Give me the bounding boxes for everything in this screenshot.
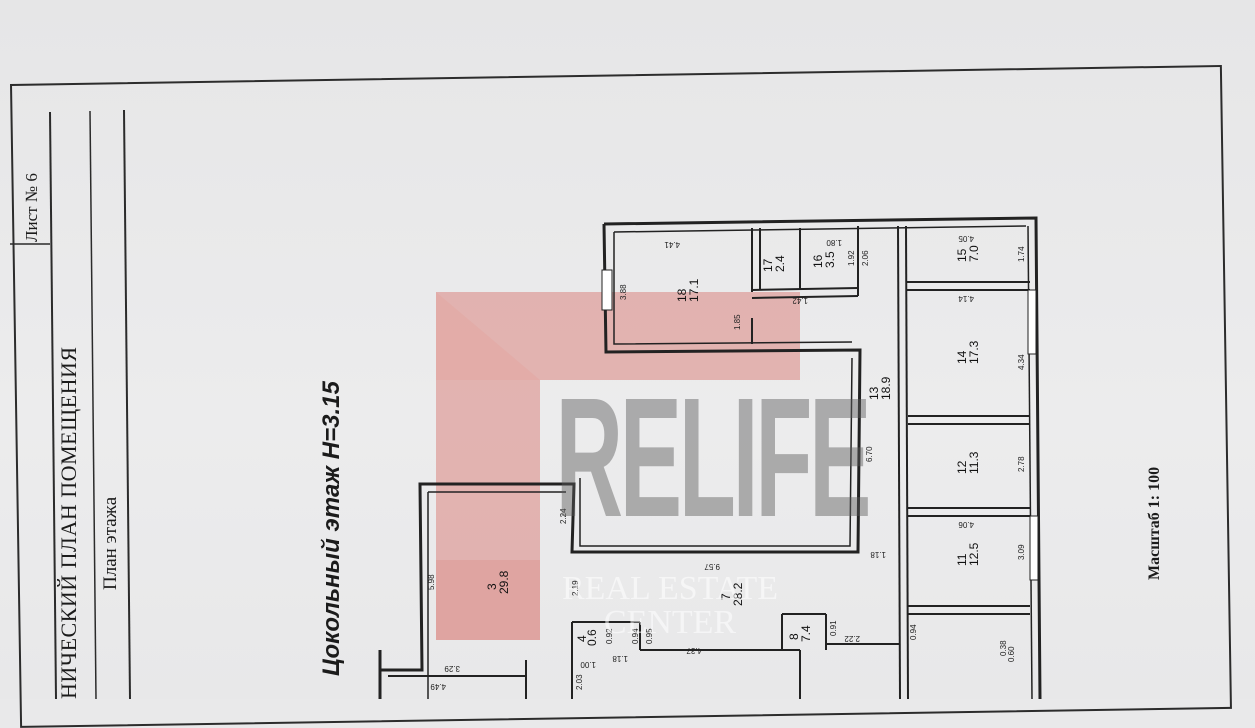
svg-text:0.92: 0.92 bbox=[605, 628, 614, 644]
svg-text:2.03: 2.03 bbox=[575, 674, 584, 690]
svg-text:1.92: 1.92 bbox=[847, 250, 856, 266]
svg-text:8: 8 bbox=[787, 633, 801, 640]
svg-text:1.74: 1.74 bbox=[1017, 246, 1026, 262]
svg-text:4.06: 4.06 bbox=[958, 520, 974, 529]
svg-text:4.14: 4.14 bbox=[958, 294, 974, 303]
svg-text:1.18: 1.18 bbox=[870, 550, 886, 559]
svg-text:18: 18 bbox=[675, 288, 689, 302]
svg-text:12.5: 12.5 bbox=[967, 542, 981, 566]
svg-text:13: 13 bbox=[867, 386, 881, 400]
svg-text:4.05: 4.05 bbox=[958, 234, 974, 243]
svg-text:2.19: 2.19 bbox=[571, 580, 580, 596]
svg-text:0.38: 0.38 bbox=[999, 640, 1008, 656]
document-page bbox=[0, 0, 1255, 699]
svg-text:17: 17 bbox=[761, 258, 775, 272]
svg-text:7.4: 7.4 bbox=[799, 625, 813, 642]
svg-text:1.42: 1.42 bbox=[792, 296, 808, 305]
svg-text:28.2: 28.2 bbox=[731, 582, 745, 606]
svg-text:9.57: 9.57 bbox=[704, 562, 720, 571]
svg-text:1.00: 1.00 bbox=[580, 660, 596, 669]
svg-text:4.41: 4.41 bbox=[664, 240, 680, 249]
svg-text:14: 14 bbox=[955, 350, 969, 364]
svg-text:0.94: 0.94 bbox=[909, 624, 918, 640]
svg-text:0.91: 0.91 bbox=[829, 620, 838, 636]
svg-text:16: 16 bbox=[811, 254, 825, 268]
svg-text:0.95: 0.95 bbox=[645, 628, 654, 644]
svg-text:3.5: 3.5 bbox=[823, 251, 837, 268]
svg-text:4.34: 4.34 bbox=[1017, 354, 1026, 370]
svg-text:3.88: 3.88 bbox=[619, 284, 628, 300]
svg-text:29.8: 29.8 bbox=[497, 570, 511, 594]
svg-text:17.3: 17.3 bbox=[967, 340, 981, 364]
svg-text:5.98: 5.98 bbox=[427, 574, 436, 590]
svg-text:0.60: 0.60 bbox=[1007, 646, 1016, 662]
svg-text:1.85: 1.85 bbox=[733, 314, 742, 330]
svg-text:15: 15 bbox=[955, 248, 969, 262]
svg-text:6.70: 6.70 bbox=[865, 446, 874, 462]
svg-text:3: 3 bbox=[485, 583, 499, 590]
svg-text:2.22: 2.22 bbox=[844, 634, 860, 643]
svg-text:2.06: 2.06 bbox=[861, 250, 870, 266]
watermark-sub-2: CENTER bbox=[603, 604, 737, 641]
svg-text:1.80: 1.80 bbox=[826, 238, 842, 247]
svg-text:12: 12 bbox=[955, 460, 969, 474]
svg-text:11.3: 11.3 bbox=[967, 451, 981, 474]
svg-text:4: 4 bbox=[575, 635, 589, 642]
svg-text:0.94: 0.94 bbox=[631, 628, 640, 644]
floor-plan-drawing: 18 17.1 17 2.4 16 3.5 15 7.0 14 17.3 13 … bbox=[10, 109, 1042, 699]
svg-text:7: 7 bbox=[719, 593, 733, 600]
watermark-brand: RELIFE bbox=[555, 363, 872, 553]
svg-text:3.09: 3.09 bbox=[1017, 544, 1026, 560]
svg-text:2.78: 2.78 bbox=[1017, 456, 1026, 472]
watermark-sub-1: REAL ESTATE bbox=[561, 570, 779, 607]
svg-text:17.1: 17.1 bbox=[687, 278, 701, 302]
svg-text:3.29: 3.29 bbox=[444, 664, 460, 673]
svg-text:2.24: 2.24 bbox=[559, 508, 568, 524]
svg-text:7.0: 7.0 bbox=[967, 245, 981, 262]
svg-text:2.4: 2.4 bbox=[773, 255, 787, 272]
svg-text:4.49: 4.49 bbox=[430, 682, 446, 691]
svg-text:0.6: 0.6 bbox=[585, 629, 599, 646]
svg-text:1.18: 1.18 bbox=[612, 654, 628, 663]
svg-text:11: 11 bbox=[955, 553, 969, 566]
svg-text:4.37: 4.37 bbox=[686, 646, 702, 655]
svg-text:18.9: 18.9 bbox=[879, 376, 893, 400]
